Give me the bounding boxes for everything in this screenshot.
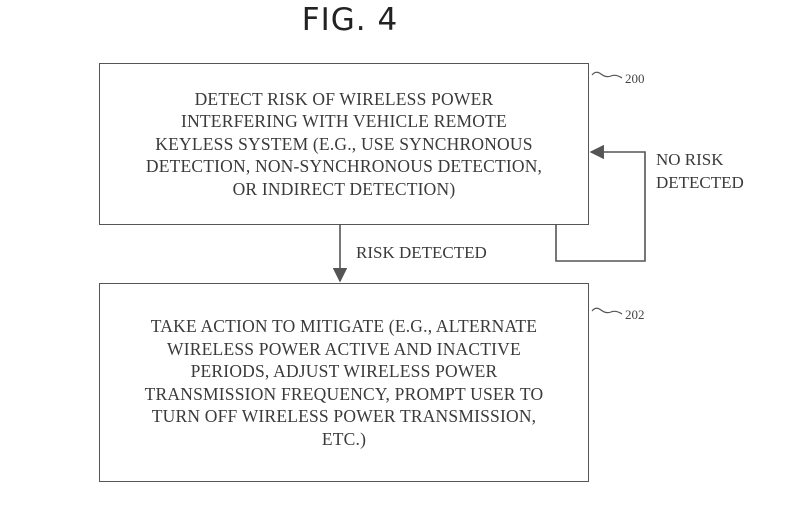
figure-title: FIG. 4 xyxy=(301,2,399,38)
step-mitigate-text: TAKE ACTION TO MITIGATE (E.G., ALTERNATE… xyxy=(144,316,544,449)
label-risk-detected: RISK DETECTED xyxy=(356,243,487,262)
ref-label-202: 202 xyxy=(625,307,645,322)
ref-label-200: 200 xyxy=(625,71,645,86)
label-no-risk-detected: NO RISK DETECTED xyxy=(656,150,744,192)
step-detect-risk-box: DETECT RISK OF WIRELESS POWER INTERFERIN… xyxy=(99,63,589,225)
step-mitigate-box: TAKE ACTION TO MITIGATE (E.G., ALTERNATE… xyxy=(99,283,589,482)
step-detect-risk-text: DETECT RISK OF WIRELESS POWER INTERFERIN… xyxy=(145,88,543,199)
ref-leader-202 xyxy=(591,307,623,315)
ref-leader-200 xyxy=(591,71,623,79)
